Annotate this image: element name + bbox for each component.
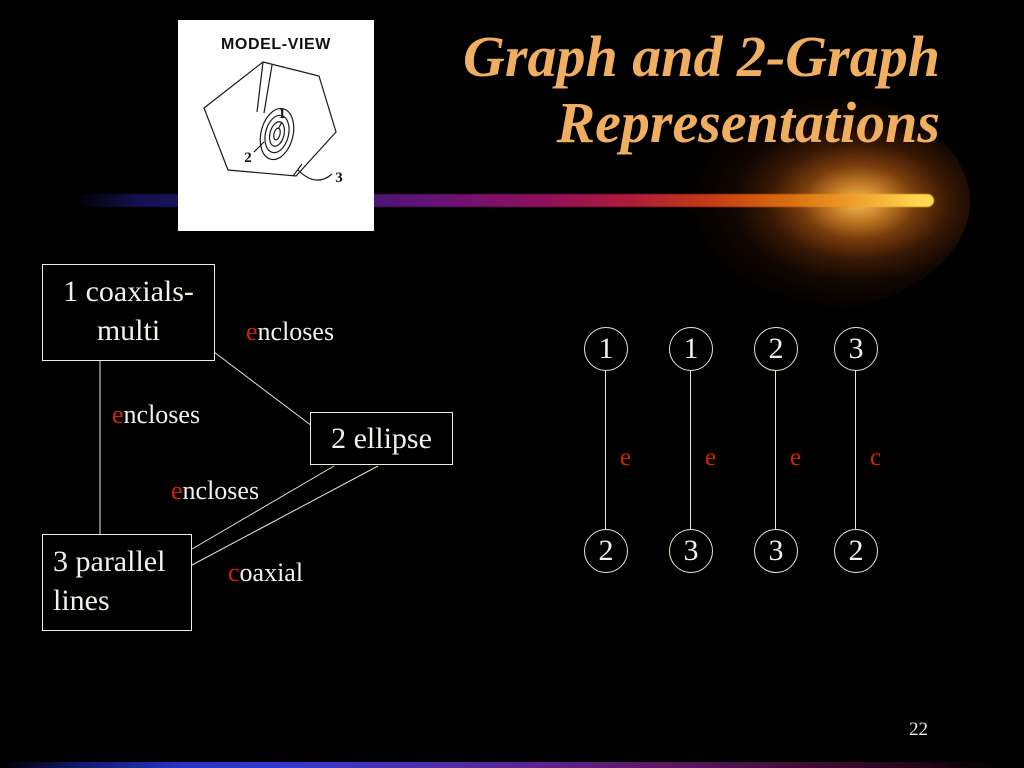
two-graph-edge-line xyxy=(690,371,691,529)
leader-line-2 xyxy=(253,141,265,153)
node-parallel-line1: 3 parallel xyxy=(53,545,166,578)
graph-edge-label-encloses-1-2: encloses xyxy=(246,317,334,347)
leader-line-1 xyxy=(277,121,283,130)
two-graph-bottom-node: 2 xyxy=(584,529,628,573)
slide-title-line1: Graph and 2-Graph xyxy=(463,24,940,89)
graph-edge-label-encloses-2-3: encloses xyxy=(171,476,259,506)
hexagon-outline xyxy=(203,61,337,177)
two-graph-bottom-node: 3 xyxy=(754,529,798,573)
two-graph-top-node: 1 xyxy=(584,327,628,371)
slide-title-line2: Representations xyxy=(556,89,941,155)
edge-line-1-2 xyxy=(213,351,313,427)
part-label-3: 3 xyxy=(335,170,343,186)
slide-title: Graph and 2-Graph Representations xyxy=(463,24,940,155)
two-graph-top-node: 1 xyxy=(669,327,713,371)
two-graph-edge-label: e xyxy=(790,444,802,471)
edge-label-rest: ncloses xyxy=(257,317,335,346)
part-label-1: 1 xyxy=(278,106,286,122)
graph-edge-label-encloses-1-3: encloses xyxy=(112,400,200,430)
bottom-gradient-bar xyxy=(0,762,1024,768)
part-label-2: 2 xyxy=(244,150,252,166)
two-graph-pair-3: 2 e 3 xyxy=(754,327,802,573)
node-ellipse-label: 2 ellipse xyxy=(331,422,432,455)
slit-line-left xyxy=(256,61,264,113)
two-graph-top-node: 2 xyxy=(754,327,798,371)
model-view-caption: MODEL-VIEW xyxy=(221,36,331,53)
graph-node-coaxials-multi: 1 coaxials- multi xyxy=(42,264,215,361)
edge-label-prefix: e xyxy=(112,400,124,429)
two-graph-edge-line xyxy=(605,371,606,529)
leader-line-3 xyxy=(297,169,333,181)
edge-label-rest: ncloses xyxy=(123,400,201,429)
two-graph-edge-label: c xyxy=(870,444,882,471)
two-graph-bottom-node: 3 xyxy=(669,529,713,573)
two-graph-bottom-node: 2 xyxy=(834,529,878,573)
two-graph-top-node: 3 xyxy=(834,327,878,371)
edge-label-prefix: e xyxy=(171,476,183,505)
edge-label-prefix: c xyxy=(228,558,240,587)
two-graph-pair-4: 3 c 2 xyxy=(834,327,882,573)
two-graph-pair-2: 1 e 3 xyxy=(669,327,717,573)
model-view-figure: MODEL-VIEW 1 2 3 xyxy=(178,20,374,231)
node-coaxials-line1: 1 coaxials- xyxy=(63,275,194,308)
graph-edge-label-coaxial-3-2: coaxial xyxy=(228,558,303,588)
hatched-ellipse xyxy=(259,107,295,161)
edge-label-rest: ncloses xyxy=(182,476,260,505)
slit-line-right xyxy=(263,64,273,114)
two-graph-pair-1: 1 e 2 xyxy=(584,327,632,573)
two-graph-edge-label: e xyxy=(620,444,632,471)
graph-node-ellipse: 2 ellipse xyxy=(310,412,453,465)
two-graph-edge-line xyxy=(855,371,856,529)
page-number: 22 xyxy=(909,719,928,740)
edge-line-2-3 xyxy=(191,465,335,550)
node-coaxials-line2: multi xyxy=(96,314,161,347)
graph-node-parallel-lines: 3 parallel lines xyxy=(42,534,192,631)
edge-label-prefix: e xyxy=(246,317,258,346)
two-graph-edge-label: e xyxy=(705,444,717,471)
edge-tick-3 xyxy=(292,163,303,177)
edge-label-rest: oaxial xyxy=(239,558,304,587)
hexagon-part-drawing: 1 2 3 xyxy=(203,61,343,186)
node-parallel-line2: lines xyxy=(53,584,110,617)
edge-line-3-2 xyxy=(191,465,379,566)
two-graph-edge-line xyxy=(775,371,776,529)
